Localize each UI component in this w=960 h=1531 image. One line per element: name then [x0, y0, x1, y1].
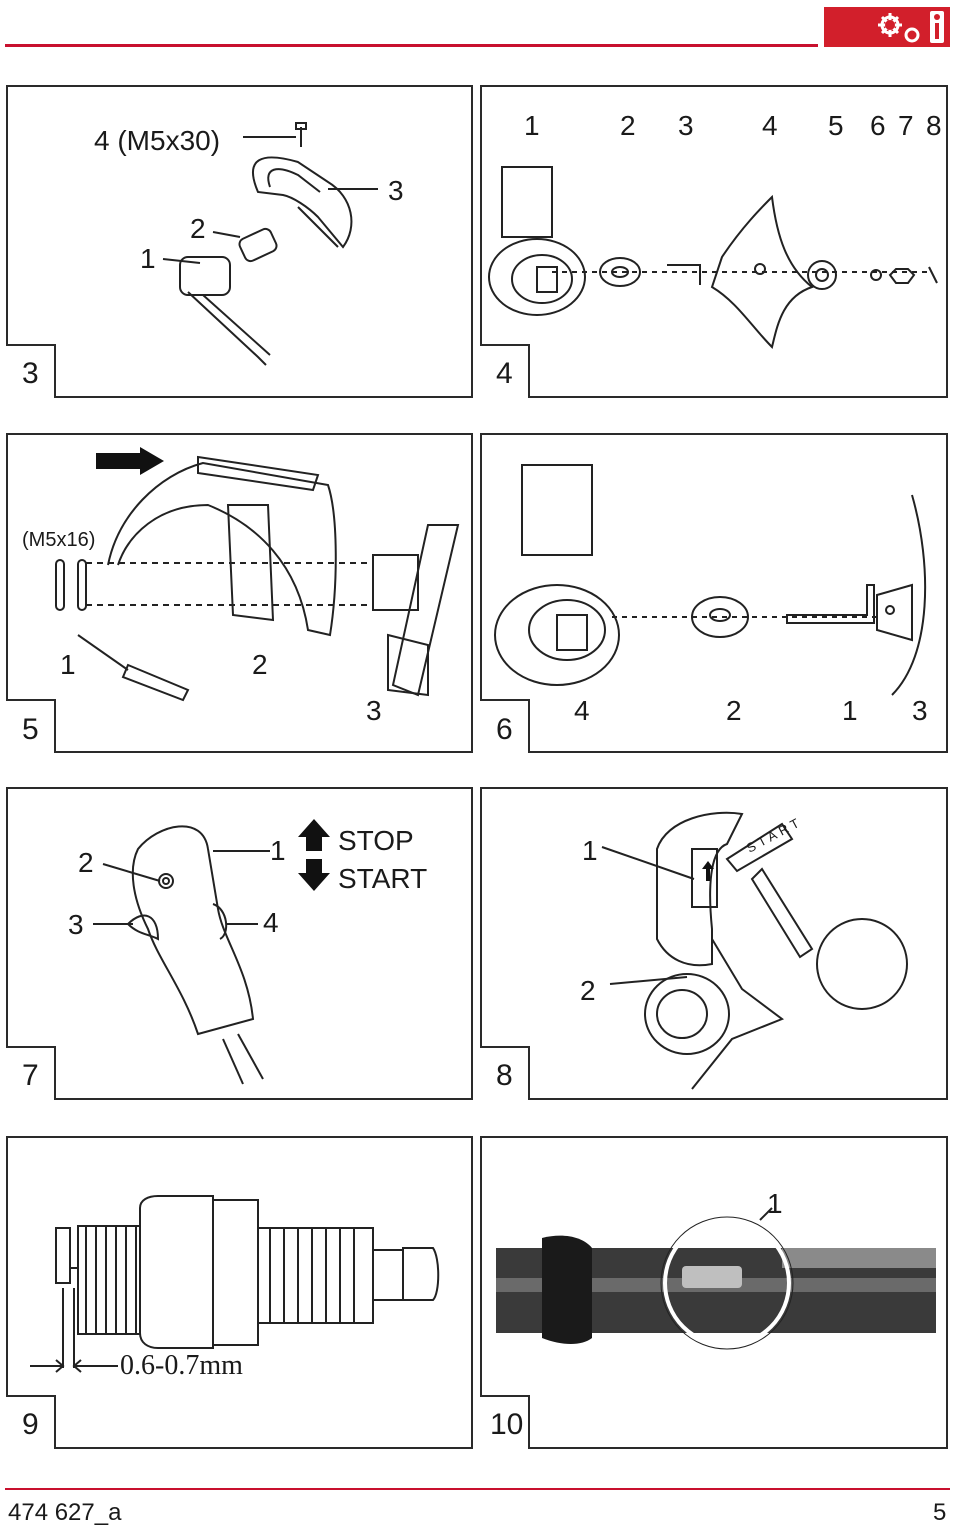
fig5-label-2: 2 [252, 649, 268, 680]
figure-4-illustration [488, 166, 938, 349]
fig6-label-1: 1 [842, 695, 858, 726]
figure-number: 4 [496, 357, 513, 390]
fig5-label-screw: (M5x16) [22, 529, 96, 551]
fig8-label-2: 2 [580, 975, 596, 1006]
figure-10-panel: 1 10 [480, 1136, 948, 1449]
figure-9-illustration [30, 1195, 440, 1373]
figure-5-panel: (M5x16) 1 2 3 5 [6, 433, 473, 753]
fig3-label-2: 2 [190, 213, 206, 244]
page-number: 5 [933, 1499, 947, 1526]
figure-7-panel: 2 3 1 4 STOP START 7 [6, 787, 473, 1100]
figure-8-panel: START 1 2 8 [480, 787, 948, 1100]
fig3-label-3: 3 [388, 175, 404, 206]
figure-number: 7 [22, 1059, 39, 1092]
figure-10-illustration [496, 1207, 936, 1350]
figure-number: 9 [22, 1408, 39, 1441]
figure-4-panel: 1 2 3 4 5 6 7 8 4 [480, 85, 948, 398]
figure-3-panel: 4 (M5x30) 2 1 3 3 [6, 85, 473, 398]
figure-6-panel: 4 2 1 3 6 [480, 433, 948, 753]
fig7-label-3: 3 [68, 909, 84, 940]
fig4-label-3: 3 [678, 110, 694, 141]
arrow-icon [96, 447, 164, 475]
fig4-label-1: 1 [524, 110, 540, 141]
gears-icon [878, 13, 920, 43]
figure-6-illustration [494, 464, 927, 696]
figure-9-panel: 0.6-0.7mm 9 [6, 1136, 473, 1449]
fig5-label-1: 1 [60, 649, 76, 680]
fig3-label-bolt: 4 (M5x30) [94, 125, 221, 156]
figure-5-illustration [55, 447, 460, 702]
fig7-label-2: 2 [78, 847, 94, 878]
fig10-label-1: 1 [767, 1188, 783, 1219]
info-icon [930, 11, 944, 43]
figure-number: 8 [496, 1059, 513, 1092]
figure-number: 10 [490, 1408, 524, 1441]
fig3-label-1: 1 [140, 243, 156, 274]
doc-number: 474 627_a [8, 1499, 122, 1526]
header-rule [5, 44, 818, 47]
footer-rule [5, 1488, 950, 1490]
figure-7-illustration [93, 819, 330, 1085]
fig7-legend-stop: STOP [338, 825, 414, 856]
fig6-label-3: 3 [912, 695, 928, 726]
fig4-label-4: 4 [762, 110, 778, 141]
fig9-gap-text: 0.6-0.7mm [120, 1350, 243, 1381]
figure-number: 3 [22, 357, 39, 390]
arrow-up-icon [702, 861, 714, 881]
fig5-label-3: 3 [366, 695, 382, 726]
figure-number: 6 [496, 713, 513, 746]
fig8-label-1: 1 [582, 835, 598, 866]
fig4-label-6: 6 [870, 110, 886, 141]
figure-number: 5 [22, 713, 39, 746]
fig7-legend-start: START [338, 863, 428, 894]
figure-8-illustration [601, 811, 908, 1090]
header-badge [824, 7, 950, 47]
arrow-up-icon [298, 819, 330, 851]
fig6-label-4: 4 [574, 695, 590, 726]
fig6-label-2: 2 [726, 695, 742, 726]
figure-3-illustration [162, 122, 378, 366]
fig4-label-2: 2 [620, 110, 636, 141]
fig4-label-5: 5 [828, 110, 844, 141]
fig4-label-7: 7 [898, 110, 914, 141]
fig7-label-4: 4 [263, 907, 279, 938]
fig4-label-8: 8 [926, 110, 942, 141]
fig7-label-1: 1 [270, 835, 286, 866]
arrow-down-icon [298, 859, 330, 891]
